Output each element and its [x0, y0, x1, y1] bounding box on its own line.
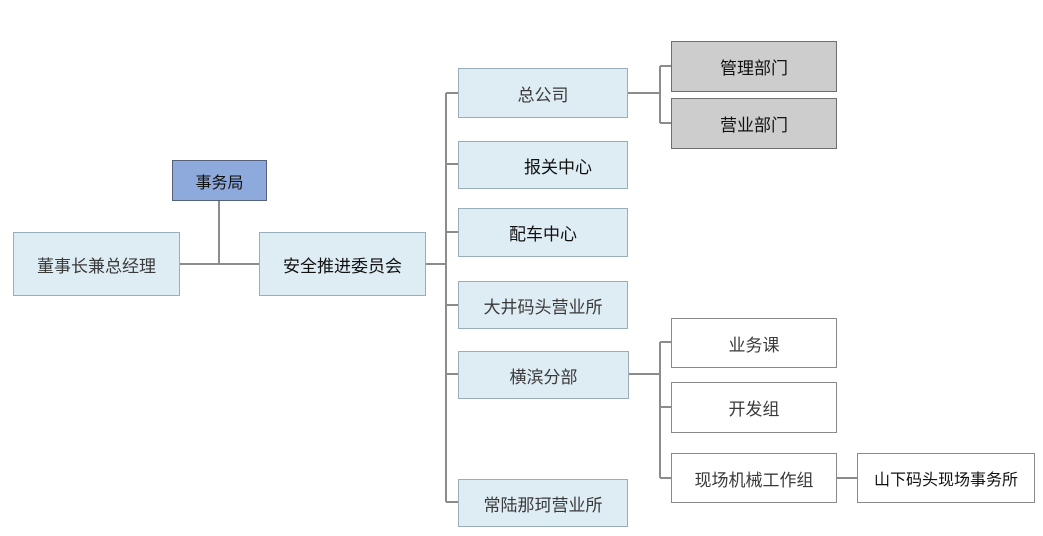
dev-group-node: 开发组: [671, 382, 837, 433]
yamashita-office-node: 山下码头现场事务所: [857, 453, 1035, 503]
customs-center-node: 报关中心: [458, 141, 628, 189]
mgmt-dept-node: 管理部门: [671, 41, 837, 92]
hitachinaka-office-node: 常陆那珂营业所: [458, 479, 628, 527]
head-office-node: 总公司: [458, 68, 628, 118]
business-section-node: 业务课: [671, 318, 837, 368]
jimu-kyoku-node: 事务局: [172, 160, 267, 201]
safety-committee-node: 安全推进委员会: [259, 232, 426, 296]
field-machinery-group-node: 现场机械工作组: [671, 453, 837, 503]
dispatch-center-node: 配车中心: [458, 208, 628, 257]
oi-office-node: 大井码头营业所: [458, 281, 628, 329]
sales-dept-node: 营业部门: [671, 98, 837, 149]
yokohama-branch-node: 横滨分部: [458, 351, 629, 399]
chairman-node: 董事长兼总经理: [13, 232, 180, 296]
